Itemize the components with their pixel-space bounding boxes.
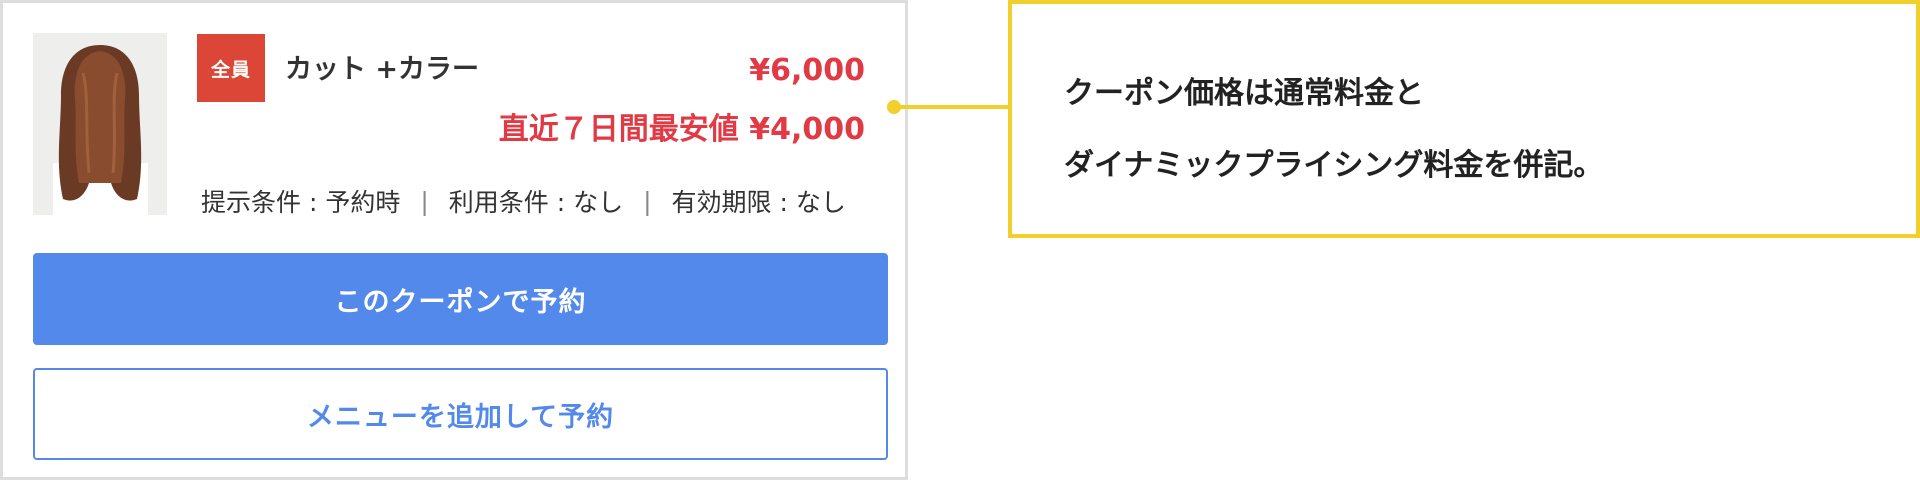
callout-text-line-1: クーポン価格は通常料金と [1064, 76, 1424, 111]
reserve-with-coupon-button[interactable]: このクーポンで予約 [33, 253, 888, 345]
dynamic-price: 直近７日間最安値 ¥4,000 [498, 112, 865, 147]
target-badge: 全員 [197, 34, 265, 102]
coupon-card: 全員 カット +カラー ¥6,000 直近７日間最安値 ¥4,000 提示条件 … [0, 0, 908, 480]
coupon-conditions: 提示条件 : 予約時 | 利用条件 : なし | 有効期限 : なし [201, 183, 846, 219]
separator: | [643, 186, 652, 216]
hair-model-photo [33, 33, 167, 215]
add-menu-and-reserve-button[interactable]: メニューを追加して予約 [33, 368, 888, 460]
regular-price: ¥6,000 [749, 53, 865, 88]
usage-condition: 利用条件 : なし [448, 188, 624, 217]
separator: | [420, 186, 429, 216]
presentation-condition: 提示条件 : 予約時 [201, 188, 401, 217]
menu-name: カット +カラー [285, 54, 480, 85]
callout-pointer-dot [887, 100, 901, 114]
callout-box [1008, 0, 1920, 238]
callout-text-line-2: ダイナミックプライシング料金を併記。 [1064, 148, 1604, 183]
callout-connector-line [896, 105, 1010, 109]
expiry-condition: 有効期限 : なし [671, 188, 846, 217]
